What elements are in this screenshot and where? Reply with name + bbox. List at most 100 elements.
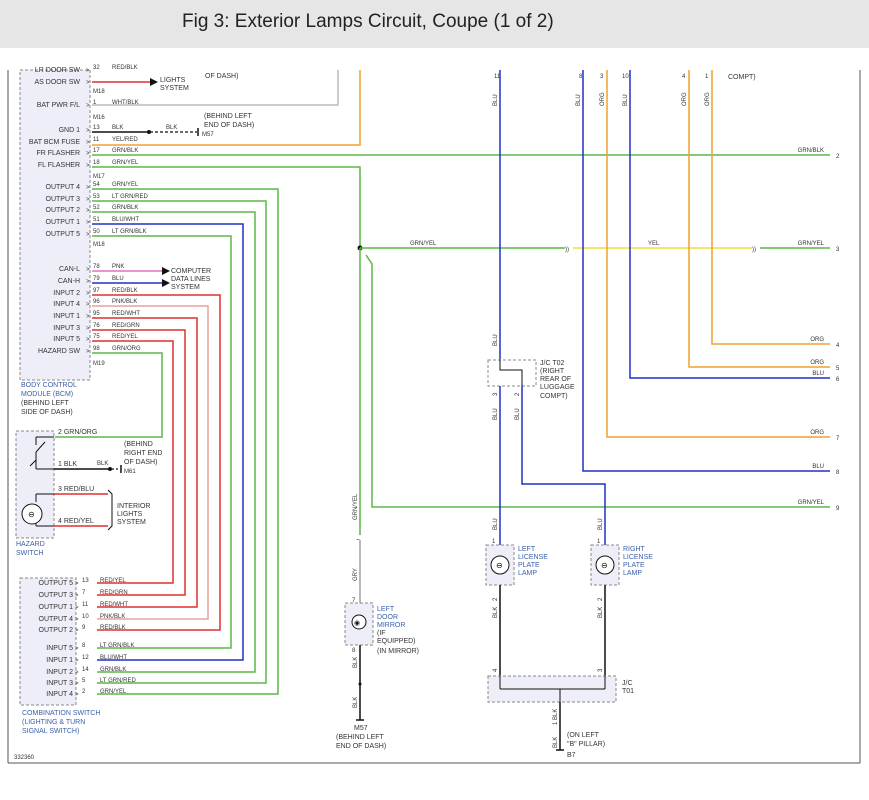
left-plate-wire-blu: BLU	[493, 518, 499, 530]
m61-label: M61	[124, 469, 136, 475]
combo-pin-number: 14	[82, 667, 89, 673]
mirror-splice	[358, 682, 362, 686]
mirror-wire-grn-yel: GRN/YEL	[353, 493, 359, 520]
mirror-wire-gry: GRY	[353, 568, 359, 581]
wire-org-1	[711, 70, 830, 345]
right-plate-pin-3: 3	[598, 668, 604, 672]
bcm-pin-connector-glyph: >	[86, 232, 90, 238]
combo-pin-connector-glyph: >	[75, 581, 79, 587]
svg-text:10: 10	[622, 74, 629, 80]
svg-text:(LIGHTING & TURN: (LIGHTING & TURN	[22, 719, 85, 726]
wire-grn-yel-fl	[92, 166, 361, 248]
combo-pin-name: OUTPUT 4	[39, 616, 74, 623]
wire-out4	[92, 188, 279, 695]
combo-pin-number: 10	[82, 614, 89, 620]
bcm-pin-number: 98	[93, 346, 100, 352]
m61-wire: BLK	[97, 461, 108, 467]
bcm-pin-number: 1	[93, 100, 97, 106]
bcm-pin-connector-glyph: >	[86, 208, 90, 214]
ref-wire-label: ORG	[810, 430, 824, 436]
svg-text:SIDE OF DASH): SIDE OF DASH)	[21, 409, 73, 416]
bcm-pin-connector-glyph: >	[86, 337, 90, 343]
mirror-m57-note-1: (BEHIND LEFT	[336, 734, 385, 741]
m57-ground-top: M57	[202, 132, 214, 138]
svg-text:BODY CONTROL: BODY CONTROL	[21, 382, 77, 389]
bcm-pin-connector-glyph: >	[86, 349, 90, 355]
combo-pin-name: INPUT 5	[46, 645, 73, 652]
splice-gnd	[147, 130, 151, 134]
bcm-pin-wire: BLU	[112, 276, 124, 282]
wire-org-4	[688, 70, 830, 368]
bcm-pin-number: 13	[93, 125, 100, 131]
connector-m19: M19	[93, 361, 105, 367]
wire-in2	[92, 294, 221, 631]
mirror-pin-7: 7	[352, 598, 356, 604]
bcm-pin-connector-glyph: >	[86, 267, 90, 273]
bcm-pin-number: 32	[93, 65, 100, 71]
bcm-pin-wire: PNK	[112, 264, 124, 270]
wire-org-3	[606, 70, 830, 438]
jc-t02-box	[487, 359, 537, 387]
conn-mirror: ⌣	[356, 537, 360, 543]
wire-in3	[92, 329, 186, 596]
bcm-pin-connector-glyph: >	[86, 163, 90, 169]
svg-text:8: 8	[579, 74, 583, 80]
combo-pin-number: 11	[82, 602, 89, 608]
interior-label-3: SYSTEM	[117, 519, 146, 526]
ref-wire-label: ORG	[810, 337, 824, 343]
bcm-pin-name: INPUT 3	[53, 325, 80, 332]
combo-pin-connector-glyph: >	[75, 658, 79, 664]
combo-pin-name: INPUT 3	[46, 680, 73, 687]
bcm-pin-wire: LT GRN/RED	[112, 194, 148, 200]
hazard-indicator-lamp	[21, 503, 43, 525]
svg-text:MODULE (BCM): MODULE (BCM)	[21, 391, 73, 398]
connector-m18-top: M18	[93, 89, 105, 95]
bcm-pin-name: BAT PWR F/L	[37, 102, 80, 109]
bcm-label: BODY CONTROL MODULE (BCM) (BEHIND LEFT S…	[21, 382, 77, 416]
combo-pin-number: 5	[82, 678, 86, 684]
ref-number: 7	[836, 436, 840, 442]
svg-text:ORG: ORG	[682, 92, 688, 106]
svg-text:J/C T02: J/C T02	[540, 360, 564, 367]
left-plate-lamp-glyph: ⊖	[496, 561, 503, 570]
bcm-pin-name: CAN-H	[58, 278, 80, 285]
svg-text:BLU: BLU	[493, 94, 499, 106]
combo-pin-wire: RED/WHT	[100, 602, 128, 608]
combo-pin-wire: PNK/BLK	[100, 614, 125, 620]
lights-system-label-2: SYSTEM	[160, 85, 189, 92]
bcm-pin-connector-glyph: >	[86, 128, 90, 134]
ref-wire-label: ORG	[810, 360, 824, 366]
combo-pin-name: OUTPUT 5	[39, 580, 74, 587]
combo-pin-name: INPUT 1	[46, 657, 73, 664]
left-plate-label: LEFT LICENSE PLATE LAMP	[518, 546, 548, 577]
svg-text:RIGHT: RIGHT	[623, 546, 646, 553]
svg-text:11: 11	[494, 74, 501, 80]
hazard-switch-contacts	[29, 436, 54, 527]
bcm-pin-wire: GRN/YEL	[112, 160, 139, 166]
t02-wire-blu-1: BLU	[493, 408, 499, 420]
computer-data-label: COMPUTER	[171, 268, 211, 275]
bcm-pin-connector-glyph: >	[86, 151, 90, 157]
bcm-pin-wire: WHT/BLK	[112, 100, 139, 106]
svg-text:SIGNAL SWITCH): SIGNAL SWITCH)	[22, 728, 79, 735]
svg-text:LUGGAGE: LUGGAGE	[540, 384, 575, 391]
bcm-pin-number: 54	[93, 182, 100, 188]
bcm-pin-name: FR FLASHER	[36, 150, 80, 157]
combo-pin-wire: RED/YEL	[100, 578, 126, 584]
mirror-label: LEFT DOOR MIRROR (IF EQUIPPED) (IN MIRRO…	[377, 606, 419, 655]
top-pin-labels: 11 8 3 10 4 1	[494, 74, 709, 80]
combo-pin-connector-glyph: >	[75, 628, 79, 634]
m61-note-2: RIGHT END	[124, 450, 162, 457]
connector-m17: M17	[93, 174, 105, 180]
svg-text:(RIGHT: (RIGHT	[540, 368, 565, 375]
figure-id: 332360	[14, 755, 35, 761]
b7-note-1: (ON LEFT	[567, 732, 600, 739]
t01-pin-1: 1	[553, 721, 559, 725]
ref-wire-label: BLU	[812, 371, 824, 377]
ref-number: 6	[836, 377, 840, 383]
bcm-pin-wire: RED/GRN	[112, 323, 140, 329]
hazard-switch-label: HAZARD SWITCH	[16, 541, 45, 557]
bcm-pin-name: AS DOOR SW	[34, 79, 80, 86]
